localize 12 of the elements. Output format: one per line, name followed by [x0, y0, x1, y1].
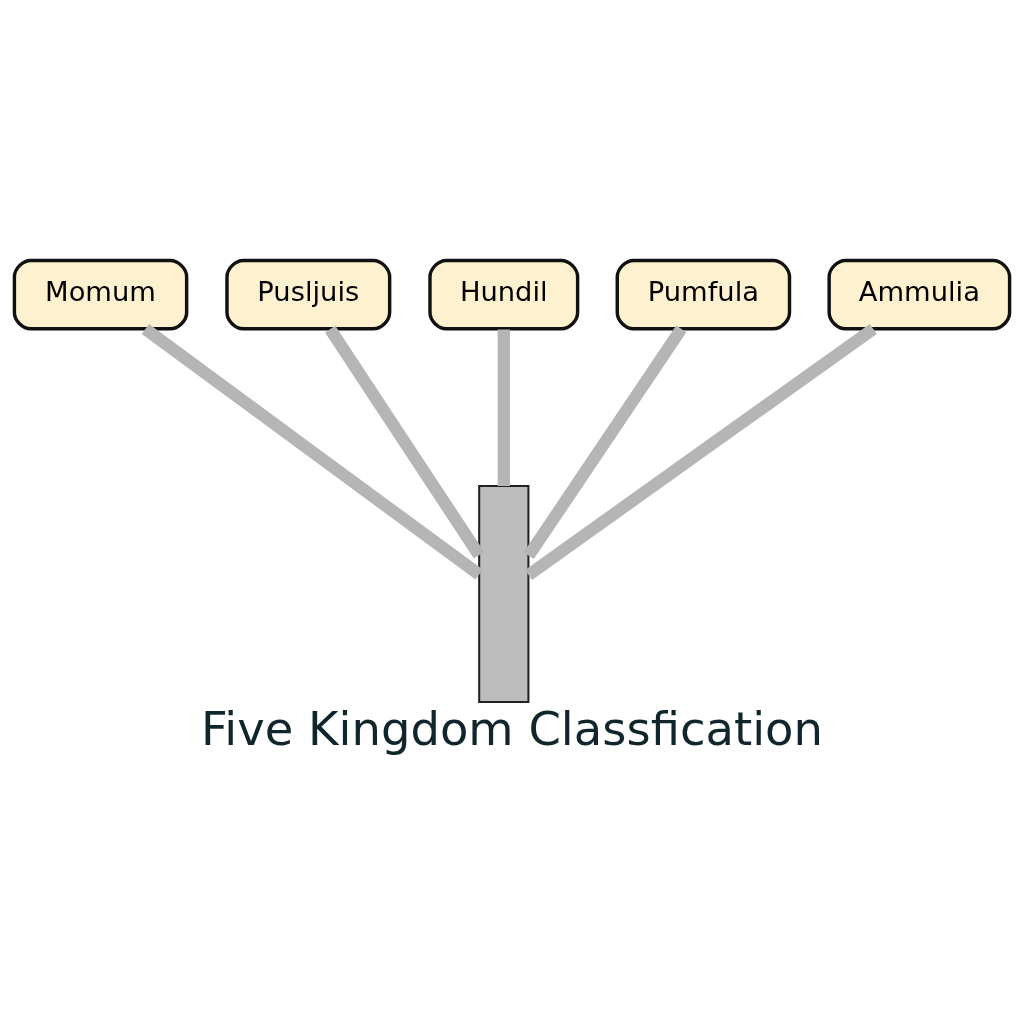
node-box: Pumfula — [615, 258, 792, 331]
node-box: Pusljuis — [225, 258, 392, 331]
connector — [524, 323, 877, 580]
node-bar — [478, 485, 530, 704]
node-box: Momum — [12, 258, 189, 331]
connector — [141, 324, 483, 580]
diagram-title: Five Kingdom Classfication — [201, 701, 823, 756]
connector — [523, 325, 687, 560]
connector — [497, 329, 510, 486]
connector — [325, 325, 485, 559]
node-box: Hundil — [428, 258, 580, 331]
node-box: Ammulia — [827, 258, 1012, 331]
